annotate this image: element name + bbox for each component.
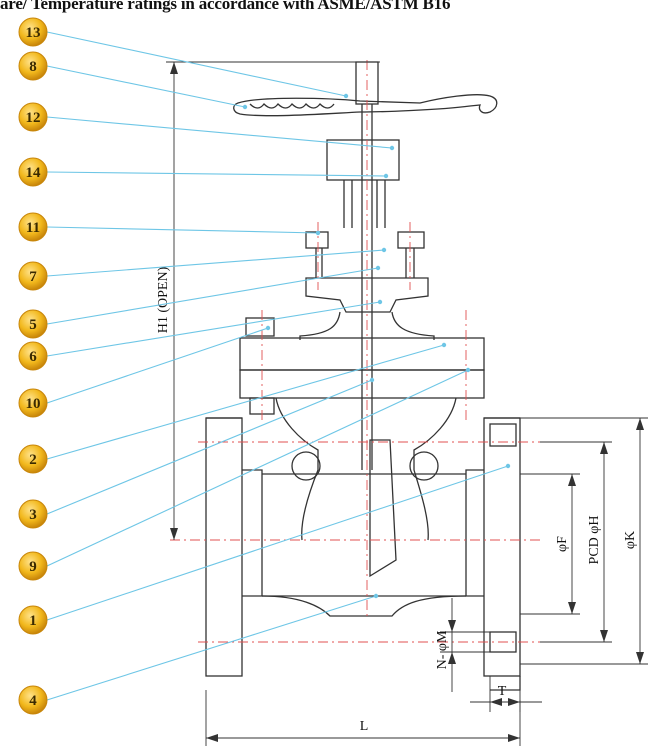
leader-dot-8 xyxy=(242,104,248,110)
callout-12: 12 xyxy=(18,102,48,132)
callout-number-13: 13 xyxy=(26,25,41,41)
callout-number-5: 5 xyxy=(29,317,37,333)
leader-line-11 xyxy=(46,226,319,234)
callout-ball-14 xyxy=(18,157,48,187)
callout-number-10: 10 xyxy=(26,396,41,412)
leader-dot-7 xyxy=(381,247,387,253)
leader-dot-4 xyxy=(373,593,379,599)
callout-8: 8 xyxy=(18,51,48,81)
leader-line-5 xyxy=(46,267,379,325)
callout-number-1: 1 xyxy=(29,613,37,629)
yoke xyxy=(343,180,386,228)
leader-dot-10 xyxy=(265,325,271,331)
callout-10: 10 xyxy=(18,388,48,418)
leader-dot-3 xyxy=(369,377,375,383)
callout-14: 14 xyxy=(18,157,48,187)
header-text: are/ Temperature ratings in accordance w… xyxy=(0,0,451,13)
leader-line-7 xyxy=(46,249,385,277)
leader-line-10 xyxy=(46,327,269,404)
leader-dot-11 xyxy=(315,230,321,236)
leader-line-9 xyxy=(46,369,469,567)
callout-ball-13 xyxy=(18,17,48,47)
yoke-nut xyxy=(326,139,400,181)
leader-line-13 xyxy=(46,31,347,97)
callout-ball-4 xyxy=(18,685,48,715)
callout-5: 5 xyxy=(18,309,48,339)
callout-9: 9 xyxy=(18,551,48,581)
valve-outline xyxy=(205,61,521,691)
leader-dot-9 xyxy=(465,367,471,373)
callout-number-11: 11 xyxy=(26,220,40,236)
dimension-lines xyxy=(166,61,648,746)
stem xyxy=(361,104,373,470)
callout-4: 4 xyxy=(18,685,48,715)
leader-dot-13 xyxy=(343,93,349,99)
leader-line-3 xyxy=(46,379,373,515)
callout-number-4: 4 xyxy=(29,693,37,709)
leader-dot-5 xyxy=(375,265,381,271)
dimension-arrows xyxy=(170,62,644,742)
dim-label-phi-k: φK xyxy=(623,531,638,549)
callout-11: 11 xyxy=(18,212,48,242)
callout-ball-1 xyxy=(18,605,48,635)
leader-dot-12 xyxy=(389,145,395,151)
callout-number-2: 2 xyxy=(29,452,37,468)
callout-number-7: 7 xyxy=(29,269,37,285)
callout-leaders xyxy=(46,31,511,701)
callout-number-9: 9 xyxy=(29,559,37,575)
callout-ball-7 xyxy=(18,261,48,291)
callout-ball-12 xyxy=(18,102,48,132)
callout-ball-3 xyxy=(18,499,48,529)
callout-ball-6 xyxy=(18,341,48,371)
callout-7: 7 xyxy=(18,261,48,291)
dim-label-n-phi-m: N- φM xyxy=(435,630,450,669)
callout-ball-5 xyxy=(18,309,48,339)
wedge xyxy=(369,439,397,578)
callout-ball-9 xyxy=(18,551,48,581)
callout-ball-8 xyxy=(18,51,48,81)
callout-ball-2 xyxy=(18,444,48,474)
leader-line-12 xyxy=(46,116,393,149)
dim-label-pcd-phi-h: PCD φH xyxy=(587,516,602,565)
callout-number-12: 12 xyxy=(26,110,41,126)
dim-label-l: L xyxy=(360,719,369,734)
leader-line-14 xyxy=(46,171,387,177)
left-flange xyxy=(205,417,243,677)
leader-dot-6 xyxy=(377,299,383,305)
dim-label-t: T xyxy=(498,684,507,699)
leader-line-6 xyxy=(46,301,381,357)
callout-ball-11 xyxy=(18,212,48,242)
callout-ball-10 xyxy=(18,388,48,418)
callout-6: 6 xyxy=(18,341,48,371)
callout-13: 13 xyxy=(18,17,48,47)
callout-number-3: 3 xyxy=(29,507,37,523)
dim-label-h1: H1 (OPEN) xyxy=(156,266,171,333)
callout-number-8: 8 xyxy=(29,59,37,75)
leader-line-8 xyxy=(46,65,246,108)
callout-2: 2 xyxy=(18,444,48,474)
dim-label-phi-f: φF xyxy=(555,536,570,552)
bonnet-bolt-nut xyxy=(245,317,275,337)
bonnet-neck xyxy=(299,311,435,340)
gland-flange xyxy=(305,277,429,313)
callout-1: 1 xyxy=(18,605,48,635)
callout-number-6: 6 xyxy=(29,349,37,365)
valve-body xyxy=(275,397,457,541)
leader-line-1 xyxy=(46,465,509,621)
handwheel xyxy=(233,94,498,117)
gland-nut-right xyxy=(397,231,425,249)
centerlines xyxy=(170,60,540,643)
leader-dot-1 xyxy=(505,463,511,469)
callout-3: 3 xyxy=(18,499,48,529)
leader-line-2 xyxy=(46,344,445,460)
leader-dot-14 xyxy=(383,173,389,179)
callout-number-14: 14 xyxy=(26,165,42,181)
leader-dot-2 xyxy=(441,342,447,348)
leader-line-4 xyxy=(46,595,377,701)
